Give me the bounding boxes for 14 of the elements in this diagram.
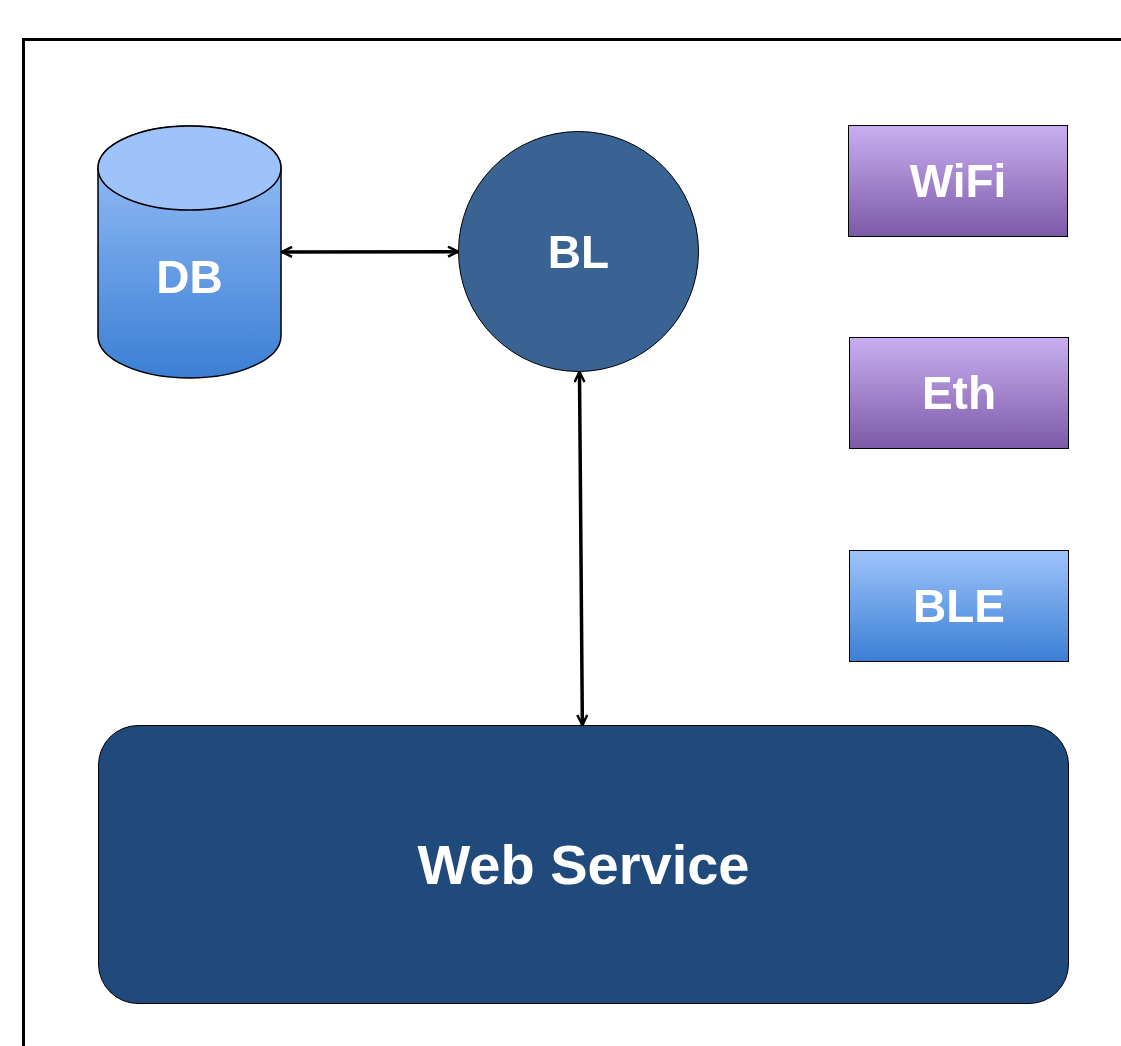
- node-label: Web Service: [417, 832, 750, 897]
- database-cylinder: [97, 125, 282, 379]
- node-label: BL: [547, 224, 610, 279]
- interface-box: [849, 337, 1069, 449]
- node-label: Eth: [921, 366, 997, 420]
- double-arrow: [280, 245, 460, 259]
- interface-box: [849, 550, 1069, 662]
- double-arrow: [573, 370, 589, 727]
- service-box: [98, 725, 1069, 1004]
- interface-box: [848, 125, 1068, 237]
- node-label: WiFi: [909, 154, 1007, 208]
- node-label: DB: [156, 250, 223, 305]
- node-label: BLE: [913, 579, 1005, 633]
- frame-border: [22, 38, 1121, 1046]
